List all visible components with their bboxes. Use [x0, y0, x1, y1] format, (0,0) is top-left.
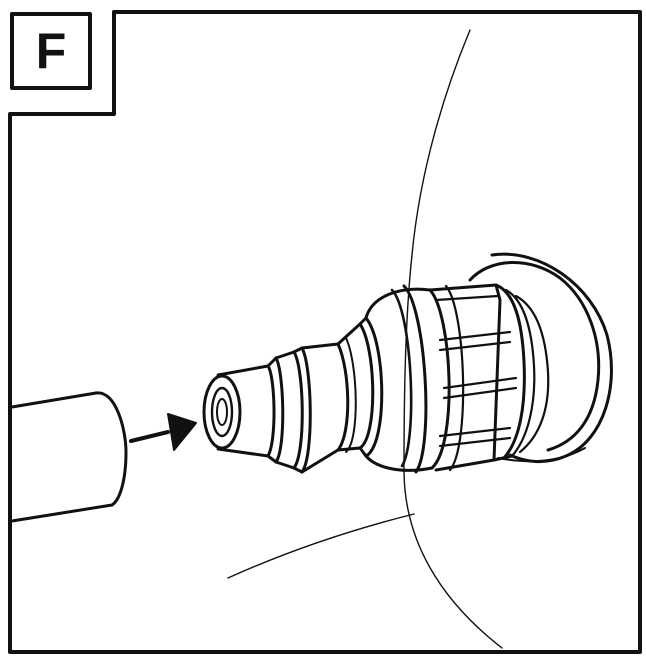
nut-icon [364, 283, 550, 474]
tube-icon [10, 391, 128, 523]
arrow-icon [129, 413, 197, 451]
step-label: F [35, 23, 67, 79]
flange-icon [468, 252, 613, 463]
hose-connector-icon [202, 316, 384, 474]
pool-wall-icon [227, 29, 503, 649]
frame-border [8, 10, 642, 654]
step-label-box [10, 12, 92, 90]
